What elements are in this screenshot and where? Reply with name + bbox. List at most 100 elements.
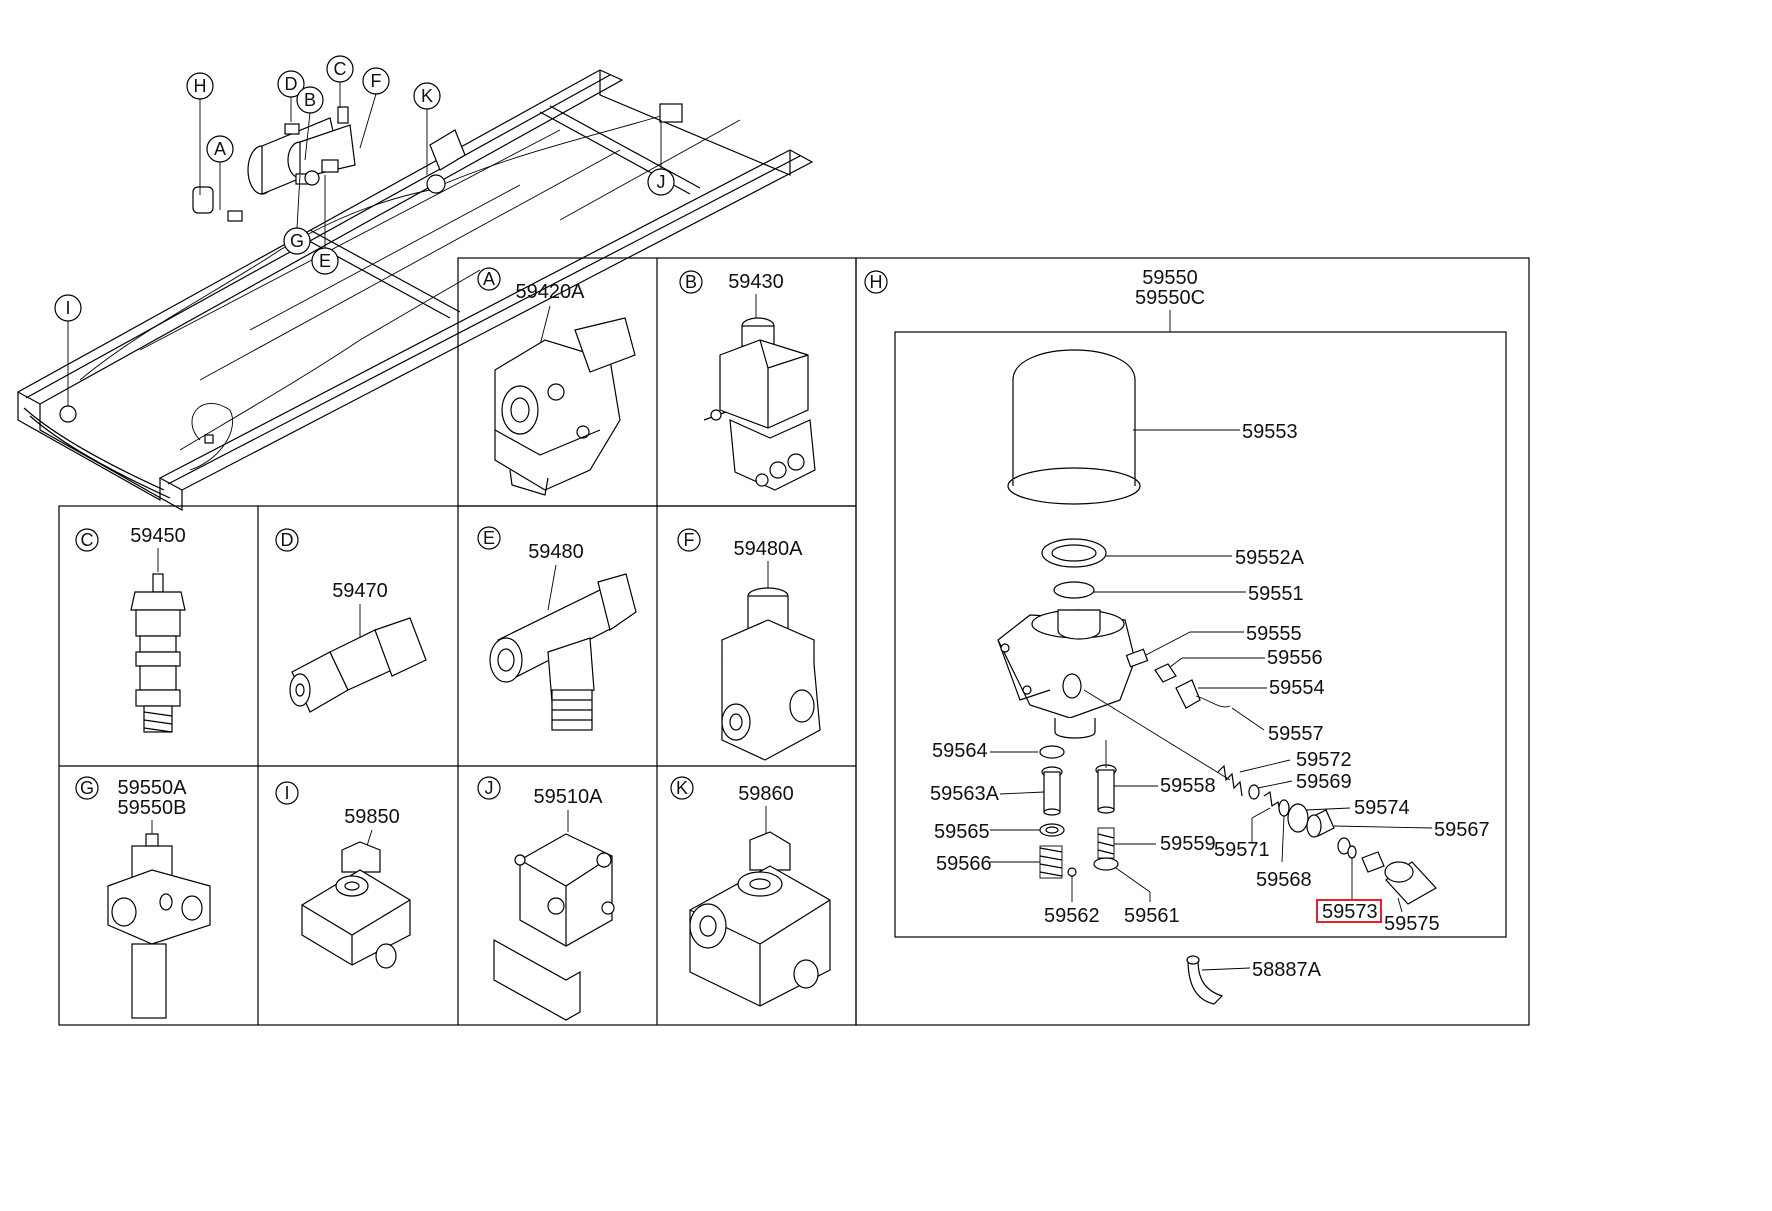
svg-text:E: E <box>319 251 331 271</box>
panel-g-letter: G <box>80 778 94 798</box>
panel-d: D 59470 <box>275 528 427 713</box>
part-59553: 59553 <box>1242 421 1298 443</box>
o-ring-icon <box>1053 581 1095 599</box>
panel-c: C 59450 <box>75 525 186 733</box>
spring-small-icon <box>1217 764 1243 797</box>
panel-h: H 59550 59550C 59553 59552A 59551 <box>864 267 1490 1005</box>
part-59550B: 59550B <box>118 797 187 819</box>
callout-I: I <box>54 294 82 406</box>
check-piston-icon <box>1095 740 1117 814</box>
part-59480A: 59480A <box>734 538 804 560</box>
panel-k: K 59860 <box>670 776 831 1007</box>
part-59555: 59555 <box>1246 623 1302 645</box>
part-59550C: 59550C <box>1135 287 1205 309</box>
callout-E: E <box>311 175 339 275</box>
panel-i-letter: I <box>284 783 289 803</box>
part-59573: 59573 <box>1322 901 1378 923</box>
part-59572: 59572 <box>1296 749 1352 771</box>
washer-small-icon <box>1248 784 1260 800</box>
part-59563A: 59563A <box>930 783 1000 805</box>
seal-washers-icon <box>1337 837 1357 859</box>
panel-a: A 59420A <box>477 267 636 496</box>
part-59564: 59564 <box>932 740 988 762</box>
panel-k-letter: K <box>676 778 688 798</box>
solenoid-valve-icon <box>703 317 816 491</box>
svg-text:C: C <box>334 59 347 79</box>
panel-j: J 59510A <box>477 776 615 1021</box>
part-59565: 59565 <box>934 821 990 843</box>
panel-e-letter: E <box>483 528 495 548</box>
dryer-body-icon <box>997 609 1136 739</box>
part-59568: 59568 <box>1256 869 1312 891</box>
callout-B: B <box>296 86 324 161</box>
limiting-valve-icon <box>689 831 831 1007</box>
part-59420A: 59420A <box>516 281 586 303</box>
panel-f: F 59480A <box>677 528 821 761</box>
panel-g: G 59550A 59550B <box>75 776 211 1019</box>
callout-A: A <box>206 135 234 210</box>
purge-piston-icon <box>1041 766 1063 816</box>
fitting-nut-icon <box>1306 809 1335 838</box>
panel-grid <box>58 257 1530 1026</box>
callout-K: K <box>413 82 441 175</box>
o-ring-medium-icon <box>1287 803 1309 833</box>
check-spring-icon <box>1097 827 1115 859</box>
svg-text:I: I <box>65 298 70 318</box>
tee-fitting-icon <box>489 573 637 731</box>
hose-icon <box>1186 955 1224 1005</box>
part-59567: 59567 <box>1434 819 1490 841</box>
purge-spring-icon <box>1039 845 1063 879</box>
pressure-switch-icon <box>130 573 186 733</box>
exhaust-cap-icon <box>1384 861 1437 905</box>
part-59510A: 59510A <box>534 786 604 808</box>
panel-b-letter: B <box>685 272 697 292</box>
part-59575: 59575 <box>1384 913 1440 935</box>
part-59559: 59559 <box>1160 833 1216 855</box>
panel-j-letter: J <box>485 778 494 798</box>
panel-e: E 59480 <box>477 526 637 731</box>
piston-small-icon <box>1263 790 1281 813</box>
relay-valve-icon <box>494 317 636 496</box>
part-59566: 59566 <box>936 853 992 875</box>
chassis-overview <box>16 69 814 512</box>
part-59561: 59561 <box>1124 905 1180 927</box>
overview-callouts: H D C B F A K <box>54 55 675 406</box>
svg-text:F: F <box>371 71 382 91</box>
drain-valve-icon <box>107 833 211 1019</box>
quick-release-valve-icon <box>301 841 411 969</box>
part-59550: 59550 <box>1142 267 1198 289</box>
o-ring-small-icon <box>1278 799 1290 817</box>
part-59554: 59554 <box>1269 677 1325 699</box>
panel-d-letter: D <box>281 530 294 550</box>
pressure-protection-valve-icon <box>720 587 821 761</box>
panel-h-letter: H <box>870 272 883 292</box>
svg-text:D: D <box>285 74 298 94</box>
part-59480: 59480 <box>528 541 584 563</box>
part-59450: 59450 <box>130 525 186 547</box>
panel-i: I 59850 <box>275 781 411 969</box>
svg-text:B: B <box>304 90 316 110</box>
svg-text:G: G <box>290 231 304 251</box>
part-59860: 59860 <box>738 783 794 805</box>
part-59850: 59850 <box>344 806 400 828</box>
seal-ring-icon <box>1041 538 1107 568</box>
callout-C: C <box>326 55 354 108</box>
part-59574: 59574 <box>1354 797 1410 819</box>
purge-washer-icon <box>1039 823 1065 837</box>
svg-text:K: K <box>421 86 433 106</box>
highlight-box-59573 <box>1316 899 1382 923</box>
part-59470: 59470 <box>332 580 388 602</box>
check-o-ring-icon <box>1093 857 1119 871</box>
bolt-small-icon <box>1361 851 1385 873</box>
desiccant-cartridge-icon <box>1007 349 1141 505</box>
check-valve-icon <box>289 617 427 713</box>
part-59551: 59551 <box>1248 583 1304 605</box>
part-59430: 59430 <box>728 271 784 293</box>
purge-valve-o-ring-icon <box>1039 745 1065 759</box>
callout-F: F <box>359 67 390 149</box>
part-59558: 59558 <box>1160 775 1216 797</box>
small-o-ring-icon <box>1067 867 1077 877</box>
panel-a-letter: A <box>483 269 495 289</box>
svg-text:H: H <box>194 76 207 96</box>
